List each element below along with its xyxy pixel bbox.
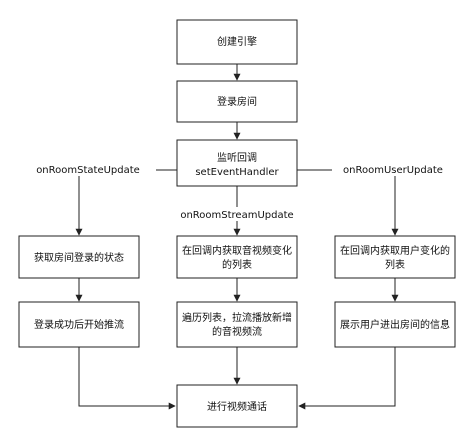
edge-label-room-stream-update-text: onRoomStreamUpdate [180, 210, 293, 221]
node-video-call: 进行视频通话 [176, 384, 298, 428]
node-stream-change-box [176, 235, 298, 279]
node-room-state-box [18, 235, 140, 279]
node-start-publish-box [18, 301, 140, 348]
edge-start-publish-to-video-call [78, 347, 176, 410]
node-listen-callback-box [176, 139, 298, 187]
node-pull-streams-label-line1: 遍历列表，拉流播放新增 [182, 311, 292, 324]
edge-label-room-stream-update: onRoomStreamUpdate [180, 207, 294, 221]
node-show-users: 展示用户进出房间的信息 [334, 301, 456, 348]
node-pull-streams-box [176, 301, 298, 348]
node-video-call-box [176, 384, 298, 428]
node-listen-callback-label-line1: 监听回调 [217, 151, 257, 164]
edge-listen-to-user-change [297, 169, 399, 236]
node-user-change-label-line2: 列表 [385, 258, 405, 271]
edge-label-room-stream-update-bg [184, 207, 290, 221]
node-pull-streams-label-line2: 的音视频流 [212, 325, 262, 338]
node-login-room-box [176, 80, 298, 123]
node-listen-callback-label-line2: setEventHandler [195, 167, 279, 178]
node-create-engine-box [176, 19, 298, 65]
node-create-engine: 创建引擎 [176, 19, 298, 65]
node-stream-change: 在回调内获取音视频变化 的列表 [176, 235, 298, 279]
node-start-publish: 登录成功后开始推流 [18, 301, 140, 348]
node-room-state-label: 获取房间登录的状态 [34, 251, 124, 264]
node-stream-change-label-line2: 的列表 [222, 258, 252, 271]
node-video-call-label: 进行视频通话 [207, 400, 267, 413]
node-user-change-label-line1: 在回调内获取用户变化的 [340, 244, 450, 257]
node-show-users-label: 展示用户进出房间的信息 [340, 318, 450, 331]
edge-label-room-state-update: onRoomStateUpdate [20, 162, 156, 176]
node-login-room-label: 登录房间 [217, 95, 257, 108]
edge-listen-to-room-state [75, 169, 177, 236]
node-login-room: 登录房间 [176, 80, 298, 123]
edge-label-room-state-update-text: onRoomStateUpdate [36, 165, 140, 176]
edge-show-users-to-video-call [298, 347, 396, 410]
node-room-state: 获取房间登录的状态 [18, 235, 140, 279]
edge-label-room-user-update-bg [332, 162, 454, 176]
node-pull-streams: 遍历列表，拉流播放新增 的音视频流 [176, 301, 298, 348]
node-show-users-box [334, 301, 456, 348]
node-stream-change-label-line1: 在回调内获取音视频变化 [182, 244, 292, 257]
node-user-change: 在回调内获取用户变化的 列表 [334, 235, 456, 279]
edge-label-room-user-update-text: onRoomUserUpdate [343, 165, 443, 176]
node-create-engine-label: 创建引擎 [217, 35, 257, 48]
edge-label-room-state-update-bg [20, 162, 156, 176]
node-user-change-box [334, 235, 456, 279]
node-start-publish-label: 登录成功后开始推流 [34, 318, 124, 331]
edge-label-room-user-update: onRoomUserUpdate [332, 162, 454, 176]
node-listen-callback: 监听回调 setEventHandler [176, 139, 298, 187]
